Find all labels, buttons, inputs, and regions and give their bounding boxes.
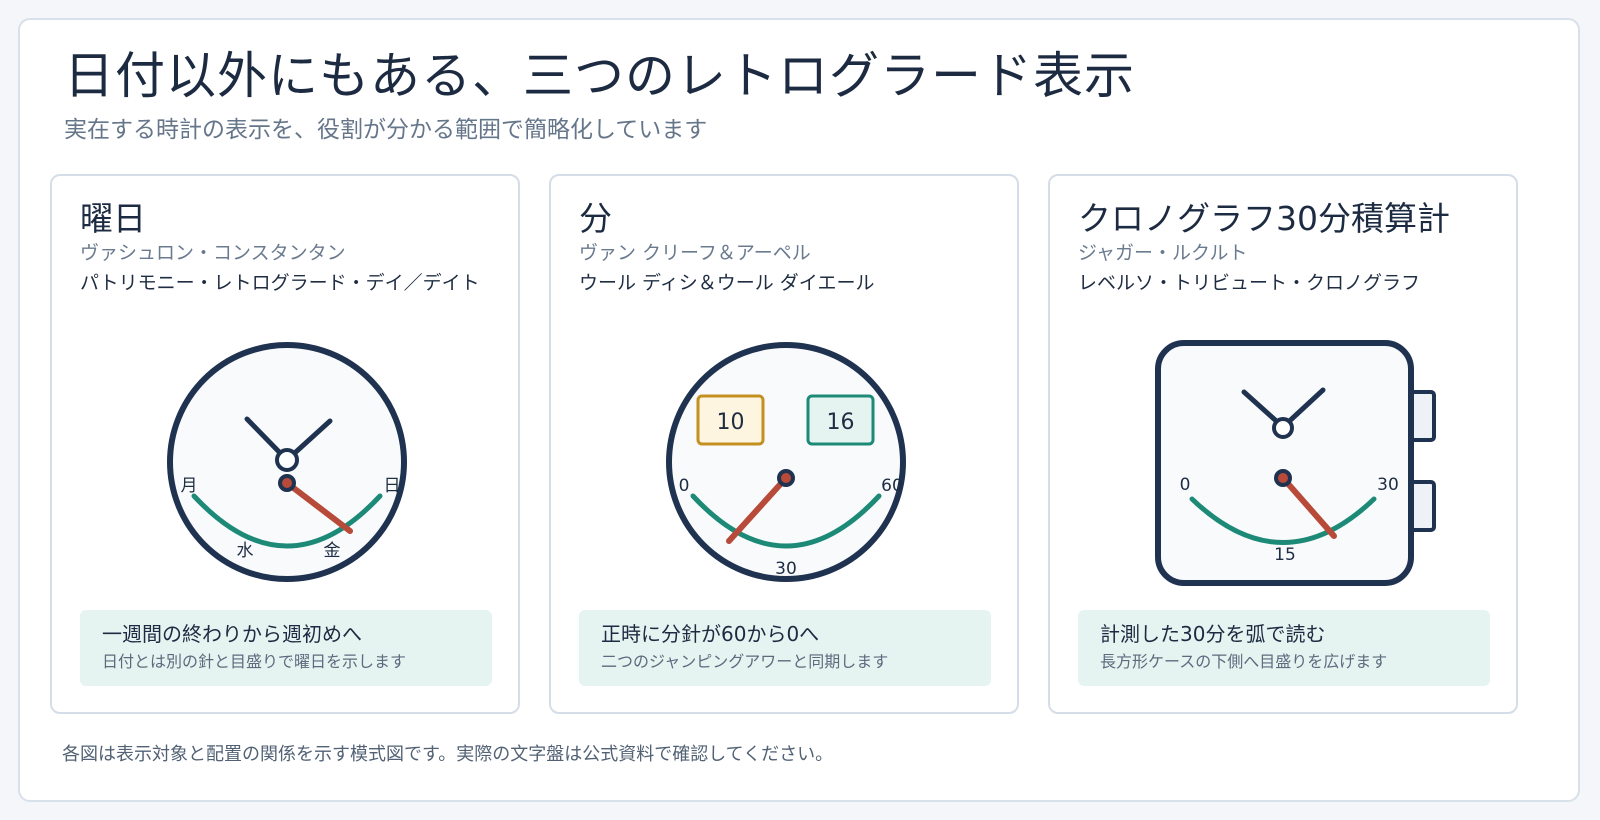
scale-label-0: 0 <box>679 476 690 496</box>
card-brand: ヴァシュロン・コンスタンタン <box>80 242 346 264</box>
card-chronograph: クロノグラフ30分積算計 ジャガー・ルクルト レベルソ・トリビュート・クロノグラ… <box>1048 174 1518 714</box>
note-sub: 長方形ケースの下側へ目盛りを広げます <box>1100 652 1388 671</box>
note-sub: 二つのジャンピングアワーと同期します <box>601 652 889 671</box>
scale-label-15: 15 <box>1274 545 1296 565</box>
counter-pivot <box>1274 469 1292 487</box>
scale-label-mon: 月 <box>181 476 198 496</box>
scale-label-30: 30 <box>1377 475 1399 495</box>
retrograde-pivot <box>278 474 296 492</box>
hour-window-left-value: 10 <box>717 410 745 435</box>
card-model: パトリモニー・レトログラード・デイ／デイト <box>80 272 480 294</box>
minute-scale-arc <box>690 493 882 549</box>
counter-scale-arc <box>1189 496 1377 545</box>
weekday-scale-arc <box>191 493 383 549</box>
card-model: ウール ディシ＆ウール ダイエール <box>579 272 875 294</box>
scale-label-0: 0 <box>1180 475 1191 495</box>
scale-label-wed: 水 <box>237 541 254 561</box>
note-main: 計測した30分を弧で読む <box>1100 622 1326 646</box>
card-brand: ヴァン クリーフ＆アーペル <box>579 242 811 264</box>
scale-label-60: 60 <box>881 476 903 496</box>
retrograde-pivot <box>777 469 795 487</box>
chronograph-watch-diagram: 0 15 30 <box>1155 340 1436 586</box>
page-title: 日付以外にもある、三つのレトログラード表示 <box>64 47 1135 105</box>
weekday-watch-diagram: 月 水 金 日 <box>167 342 407 582</box>
retrograde-minute-hand <box>726 475 789 544</box>
center-pivot <box>275 448 299 472</box>
card-model: レベルソ・トリビュート・クロノグラフ <box>1078 272 1421 294</box>
card-title: 分 <box>579 199 612 238</box>
note-sub: 日付とは別の針と目盛りで曜日を示します <box>102 652 407 671</box>
card-minutes: 分 ヴァン クリーフ＆アーペル ウール ディシ＆ウール ダイエール 10 16 … <box>549 174 1019 714</box>
card-note: 一週間の終わりから週初めへ 日付とは別の針と目盛りで曜日を示します <box>80 610 492 686</box>
hour-window-left <box>696 394 765 446</box>
page-subtitle: 実在する時計の表示を、役割が分かる範囲で簡略化しています <box>64 117 708 143</box>
scale-label-30: 30 <box>775 559 797 579</box>
center-pivot <box>1272 417 1294 439</box>
card-brand: ジャガー・ルクルト <box>1078 242 1248 264</box>
retrograde-hand <box>284 480 353 534</box>
card-note: 計測した30分を弧で読む 長方形ケースの下側へ目盛りを広げます <box>1078 610 1490 686</box>
card-title: クロノグラフ30分積算計 <box>1078 199 1450 238</box>
card-note: 正時に分針が60から0へ 二つのジャンピングアワーと同期します <box>579 610 991 686</box>
note-main: 一週間の終わりから週初めへ <box>102 622 362 646</box>
card-weekday: 曜日 ヴァシュロン・コンスタンタン パトリモニー・レトログラード・デイ／デイト … <box>50 174 520 714</box>
scale-label-fri: 金 <box>324 541 341 561</box>
counter-hand <box>1280 475 1337 539</box>
card-title: 曜日 <box>80 199 146 238</box>
scale-label-sun: 日 <box>384 476 401 496</box>
footer-note: 各図は表示対象と配置の関係を示す模式図です。実際の文字盤は公式資料で確認してくだ… <box>62 744 834 765</box>
hour-window-right <box>806 394 875 446</box>
hour-window-right-value: 16 <box>827 410 855 435</box>
note-main: 正時に分針が60から0へ <box>601 622 820 646</box>
minutes-watch-diagram: 10 16 0 30 60 <box>666 342 906 582</box>
